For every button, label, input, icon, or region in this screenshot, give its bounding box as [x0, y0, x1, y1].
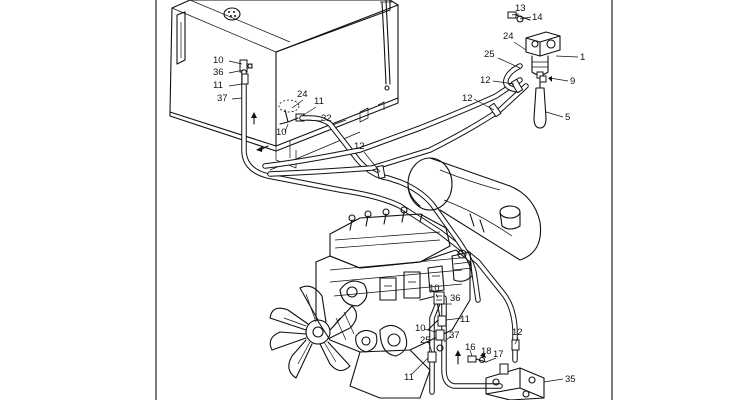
tank-cap-icon: [223, 7, 241, 21]
prefilter-drain-fitting: [539, 75, 552, 83]
callout-10: 10: [276, 127, 287, 138]
lower-fittings: [427, 291, 486, 365]
callout-37: 37: [217, 93, 228, 104]
callout-36: 36: [450, 293, 461, 304]
callout-14: 14: [532, 12, 543, 23]
hose-clamps: [241, 73, 524, 351]
callout-32: 32: [321, 113, 332, 124]
callout-1: 1: [580, 52, 585, 63]
tank-return-fitting: [278, 99, 305, 125]
callout-12: 12: [354, 141, 365, 152]
callout-16: 16: [465, 342, 476, 353]
fuel-prefilter: [525, 31, 561, 129]
callout-11: 11: [314, 96, 324, 107]
callout-10: 10: [213, 55, 224, 66]
callout-24: 24: [297, 89, 308, 100]
tank-bracket: [380, 0, 392, 91]
flow-arrow-up: [251, 112, 257, 125]
callout-25: 25: [484, 49, 495, 60]
callout-18: 18: [481, 346, 492, 357]
cooling-fan: [269, 285, 358, 379]
callout-12: 12: [512, 327, 523, 338]
callout-5: 5: [565, 112, 570, 123]
callout-12: 12: [480, 75, 491, 86]
callout-13: 13: [515, 3, 526, 14]
callout-24: 24: [503, 31, 514, 42]
callout-25: 25: [420, 335, 431, 346]
callout-11: 11: [213, 80, 223, 91]
callout-36: 36: [213, 67, 224, 78]
callout-11: 11: [460, 314, 470, 325]
callout-10: 10: [429, 283, 440, 294]
callout-11: 11: [404, 372, 414, 383]
flow-arrow-left: [256, 145, 269, 152]
callout-37: 37: [449, 330, 460, 341]
callout-17: 17: [493, 349, 504, 360]
muffler: [407, 157, 542, 261]
engine-block: [315, 206, 473, 399]
leader-lines: [228, 13, 579, 383]
callout-9: 9: [570, 76, 575, 87]
callout-12: 12: [462, 93, 473, 104]
callout-10: 10: [415, 323, 426, 334]
callout-35: 35: [565, 374, 576, 385]
mounting-bracket: [485, 363, 545, 400]
